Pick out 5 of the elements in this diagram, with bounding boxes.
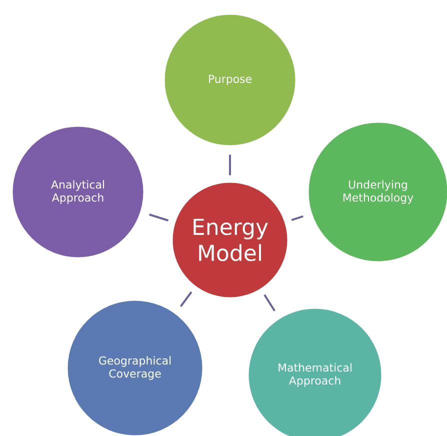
connector-line — [291, 215, 304, 221]
connector-line — [180, 291, 192, 307]
connector-line — [264, 294, 276, 312]
connector-line — [148, 214, 169, 222]
connector-line — [229, 154, 231, 176]
